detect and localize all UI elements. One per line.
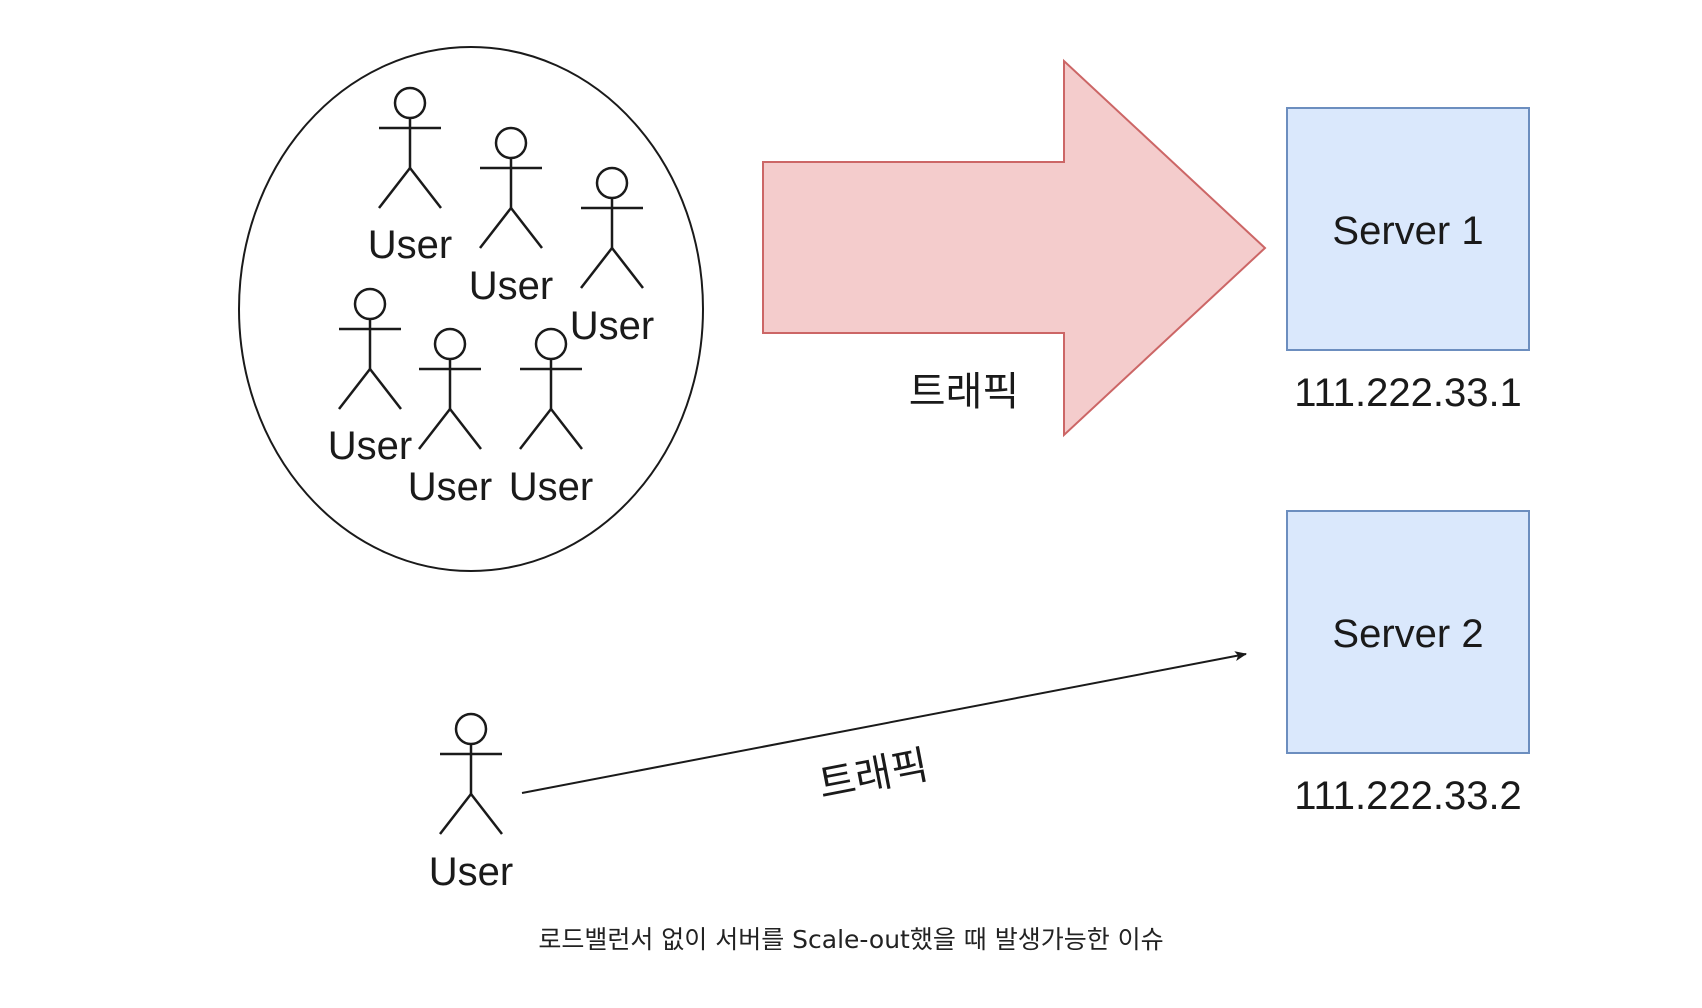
- lone-user: User: [429, 712, 513, 894]
- user-label: User: [570, 304, 654, 348]
- user-icon: [438, 712, 504, 836]
- traffic-arrow-large: 트래픽: [762, 58, 1267, 438]
- user-label: User: [408, 465, 492, 509]
- user-group-ellipse: [238, 46, 704, 572]
- user-actor: User: [509, 327, 593, 509]
- traffic-line: [521, 651, 1247, 794]
- traffic-arrow-shape: [762, 58, 1267, 438]
- user-actor: User: [570, 166, 654, 348]
- server-2: Server 2 111.222.33.2: [1286, 510, 1530, 818]
- server-1-box: [1286, 107, 1530, 351]
- user-icon: [478, 126, 544, 250]
- user-actor: User: [328, 287, 412, 468]
- user-actor: User: [368, 86, 452, 267]
- user-label: User: [469, 264, 553, 308]
- user-label: User: [328, 424, 412, 468]
- server-1-label: Server 1: [1332, 209, 1483, 253]
- server-2-ip: 111.222.33.2: [1294, 774, 1522, 818]
- user-icon: [377, 86, 443, 210]
- user-icon: [579, 166, 645, 290]
- server-1: Server 1 111.222.33.1: [1286, 107, 1530, 415]
- user-label: User: [429, 850, 513, 894]
- traffic-label: 트래픽: [815, 742, 932, 808]
- user-actor: User: [469, 126, 553, 308]
- user-icon: [417, 327, 483, 451]
- traffic-label: 트래픽: [909, 369, 1019, 415]
- server-2-box: [1286, 510, 1530, 754]
- user-group: User User User User User User: [238, 46, 704, 572]
- user-actor: User: [408, 327, 492, 509]
- user-label: User: [509, 465, 593, 509]
- traffic-arrow-small: 트래픽: [521, 651, 1247, 808]
- server-2-label: Server 2: [1332, 612, 1483, 656]
- user-icon: [337, 287, 403, 411]
- server-1-ip: 111.222.33.1: [1294, 371, 1522, 415]
- figure-caption: 로드밸런서 없이 서버를 Scale-out했을 때 발생가능한 이슈: [538, 925, 1164, 954]
- user-label: User: [368, 223, 452, 267]
